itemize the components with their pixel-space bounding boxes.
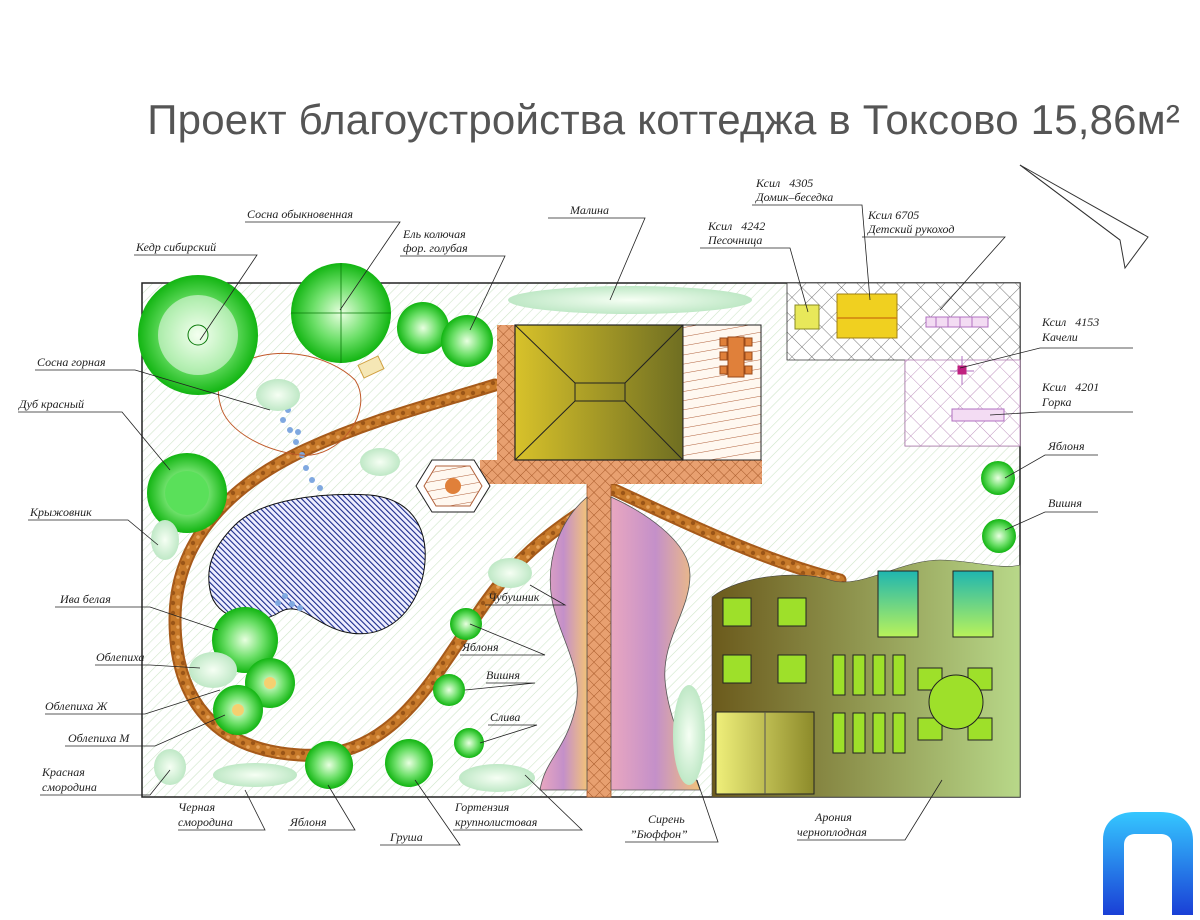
raspberry-bed — [508, 286, 752, 314]
label-dom-2: Домик–беседка — [755, 190, 833, 204]
tree-blue-spruce — [397, 302, 493, 367]
label-gort-2: крупнолистовая — [455, 815, 538, 829]
terrace-deck — [682, 324, 762, 461]
pond — [208, 493, 426, 635]
label-grusha: Груша — [389, 830, 423, 844]
label-kr-smor-1: Красная — [41, 765, 85, 779]
label-yablonya-b: Яблоня — [289, 815, 327, 829]
label-el-2: фор. голубая — [403, 241, 468, 255]
apple-trees — [305, 461, 1015, 789]
label-vishnya-c: Вишня — [486, 668, 520, 682]
tree-sea-buckthorn — [189, 652, 295, 735]
tree-red-oak — [147, 453, 227, 533]
label-aron-1: Арония — [814, 810, 852, 824]
label-siren-2: ”Бюффон” — [630, 827, 688, 841]
label-kach-2: Качели — [1041, 330, 1078, 344]
monkey-bars — [925, 316, 989, 328]
label-sliva: Слива — [490, 710, 520, 724]
pear-tree — [385, 739, 433, 787]
label-iva: Ива белая — [59, 592, 111, 606]
central-path — [586, 459, 612, 798]
logo-icon — [1103, 812, 1193, 915]
label-kr-smor-2: смородина — [42, 780, 97, 794]
gazebo — [415, 459, 491, 513]
flower-bed-left — [539, 496, 588, 791]
label-kedr: Кедр сибирский — [135, 240, 216, 254]
label-gor-2: Горка — [1041, 395, 1072, 409]
label-aron-2: черноплодная — [797, 825, 867, 839]
cottage-roof — [514, 324, 684, 461]
label-vishnya-r: Вишня — [1048, 496, 1082, 510]
tree-pine — [291, 263, 391, 363]
label-yablonya-r: Яблоня — [1047, 439, 1085, 453]
label-kach-1: Ксил 4153 — [1041, 315, 1099, 329]
north-arrow-icon — [1019, 164, 1149, 270]
label-ruk-1: Ксил 6705 — [867, 208, 919, 222]
sandbox — [794, 304, 820, 330]
leader-lines — [18, 204, 1133, 846]
page-title: Проект благоустройства коттеджа в Токсов… — [147, 96, 1180, 143]
label-ch-smor-1: Черная — [178, 800, 216, 814]
label-yablonya-c: Яблоня — [461, 640, 499, 654]
label-pes-1: Ксил 4242 — [707, 219, 765, 233]
label-kryzh: Крыжовник — [29, 505, 92, 519]
label-dub: Дуб красный — [18, 397, 84, 411]
greenhouse-2 — [952, 570, 994, 638]
label-ch-smor-2: смородина — [178, 815, 233, 829]
label-siren-1: Сирень — [648, 812, 685, 826]
label-obl-m: Облепиха М — [68, 731, 130, 745]
label-ruk-2: Детский рукоход — [867, 222, 954, 236]
label-chub: Чубушник — [488, 590, 540, 604]
label-obl: Облепиха — [96, 650, 144, 664]
terrace-table — [719, 336, 753, 378]
raised-beds — [722, 597, 993, 754]
greenhouse-1 — [877, 570, 919, 638]
rock-garden — [217, 352, 362, 456]
label-malina: Малина — [569, 203, 609, 217]
label-sosna-obyk: Сосна обыкновенная — [247, 207, 353, 221]
label-dom-1: Ксил 4305 — [755, 176, 813, 190]
label-obl-zh: Облепиха Ж — [45, 699, 108, 713]
label-gor-1: Ксил 4201 — [1041, 380, 1099, 394]
label-pes-2: Песочница — [707, 233, 762, 247]
swings — [950, 356, 974, 385]
arbor-house — [836, 293, 898, 339]
label-sosna-gor: Сосна горная — [37, 355, 106, 369]
label-gort-1: Гортензия — [454, 800, 510, 814]
cherry-trees — [433, 519, 1016, 706]
slide — [951, 408, 1005, 422]
tree-cedar — [138, 275, 258, 395]
plum-tree — [454, 728, 484, 758]
label-el-1: Ель колючая — [402, 227, 466, 241]
